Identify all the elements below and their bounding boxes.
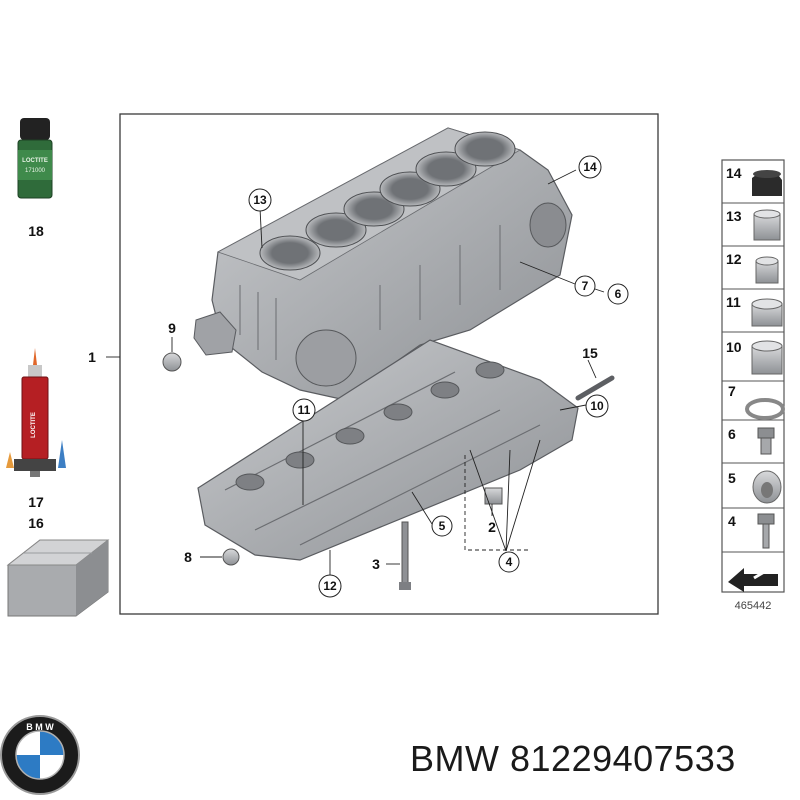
callout-3[interactable]: 3 bbox=[372, 556, 380, 572]
svg-text:5: 5 bbox=[728, 470, 736, 486]
engine-block bbox=[193, 127, 573, 401]
svg-text:4: 4 bbox=[728, 513, 736, 529]
legend-item-5[interactable]: 5 bbox=[728, 470, 782, 504]
loctite-label-c: LOCTITE bbox=[31, 412, 37, 438]
legend-item-14[interactable]: 14 bbox=[726, 165, 782, 196]
svg-text:6: 6 bbox=[728, 426, 736, 442]
svg-text:12: 12 bbox=[323, 579, 337, 593]
loctite-label-b: 171000 bbox=[25, 168, 46, 174]
legend-arrow-icon bbox=[728, 564, 778, 592]
svg-text:7: 7 bbox=[582, 279, 589, 293]
cylinder-bores bbox=[259, 131, 516, 271]
legend-item-6[interactable]: 6 bbox=[728, 426, 775, 455]
legend-item-10[interactable]: 10 bbox=[726, 339, 783, 375]
svg-text:11: 11 bbox=[726, 294, 741, 310]
callout-2[interactable]: 2 bbox=[488, 519, 496, 535]
callout-14[interactable]: 14 bbox=[578, 155, 602, 179]
callout-6[interactable]: 6 bbox=[607, 283, 629, 305]
plug-9 bbox=[162, 352, 182, 372]
part-17-loctite-syringe[interactable]: LOCTITE bbox=[6, 348, 66, 477]
bmw-logo: B M W bbox=[0, 715, 80, 795]
callout-12[interactable]: 12 bbox=[318, 574, 342, 598]
bedplate bbox=[197, 339, 579, 561]
legend-item-13[interactable]: 13 bbox=[726, 208, 781, 241]
diagram-number: 465442 bbox=[735, 600, 772, 612]
svg-text:4: 4 bbox=[506, 555, 513, 569]
svg-text:10: 10 bbox=[726, 339, 742, 355]
diagram-frame bbox=[119, 113, 659, 615]
callout-5[interactable]: 5 bbox=[431, 515, 453, 537]
callout-8[interactable]: 8 bbox=[184, 549, 192, 565]
legend-item-7[interactable]: 7 bbox=[728, 383, 785, 420]
bmw-logo-text: B M W bbox=[26, 722, 54, 732]
svg-text:14: 14 bbox=[726, 165, 742, 181]
stud-15 bbox=[575, 375, 615, 401]
part-18-loctite-bottle[interactable]: LOCTITE 171000 bbox=[17, 118, 53, 199]
callout-11[interactable]: 11 bbox=[292, 398, 316, 422]
plug-8 bbox=[222, 548, 240, 566]
svg-text:13: 13 bbox=[726, 208, 742, 224]
callout-15[interactable]: 15 bbox=[582, 345, 598, 361]
svg-text:6: 6 bbox=[615, 287, 622, 301]
part-label-18: 18 bbox=[28, 223, 44, 239]
part-16-gasket-box[interactable] bbox=[6, 539, 110, 617]
legend-item-4[interactable]: 4 bbox=[728, 513, 775, 549]
part-number: 81229407533 bbox=[510, 738, 736, 779]
leader-lines bbox=[106, 169, 605, 575]
svg-text:10: 10 bbox=[590, 399, 604, 413]
part-label-17: 17 bbox=[28, 494, 44, 510]
callout-1[interactable]: 1 bbox=[88, 349, 96, 365]
svg-text:13: 13 bbox=[253, 193, 267, 207]
svg-text:12: 12 bbox=[726, 251, 742, 267]
callout-4[interactable]: 4 bbox=[498, 551, 520, 573]
product-title: BMW 81229407533 bbox=[410, 738, 736, 780]
part-label-16: 16 bbox=[28, 515, 44, 531]
legend-item-11[interactable]: 11 bbox=[726, 294, 783, 327]
callout-9[interactable]: 9 bbox=[168, 320, 176, 336]
callout-10[interactable]: 10 bbox=[585, 394, 609, 418]
legend-item-12[interactable]: 12 bbox=[726, 251, 779, 284]
callout-13[interactable]: 13 bbox=[248, 188, 272, 212]
brand-name: BMW bbox=[410, 738, 500, 779]
bolt-3 bbox=[399, 521, 411, 590]
svg-text:7: 7 bbox=[728, 383, 736, 399]
svg-text:5: 5 bbox=[439, 519, 446, 533]
svg-text:11: 11 bbox=[298, 403, 311, 417]
callout-7[interactable]: 7 bbox=[574, 275, 596, 297]
sleeve-2 bbox=[484, 487, 503, 505]
loctite-label-a: LOCTITE bbox=[22, 158, 48, 164]
svg-text:14: 14 bbox=[583, 160, 597, 174]
